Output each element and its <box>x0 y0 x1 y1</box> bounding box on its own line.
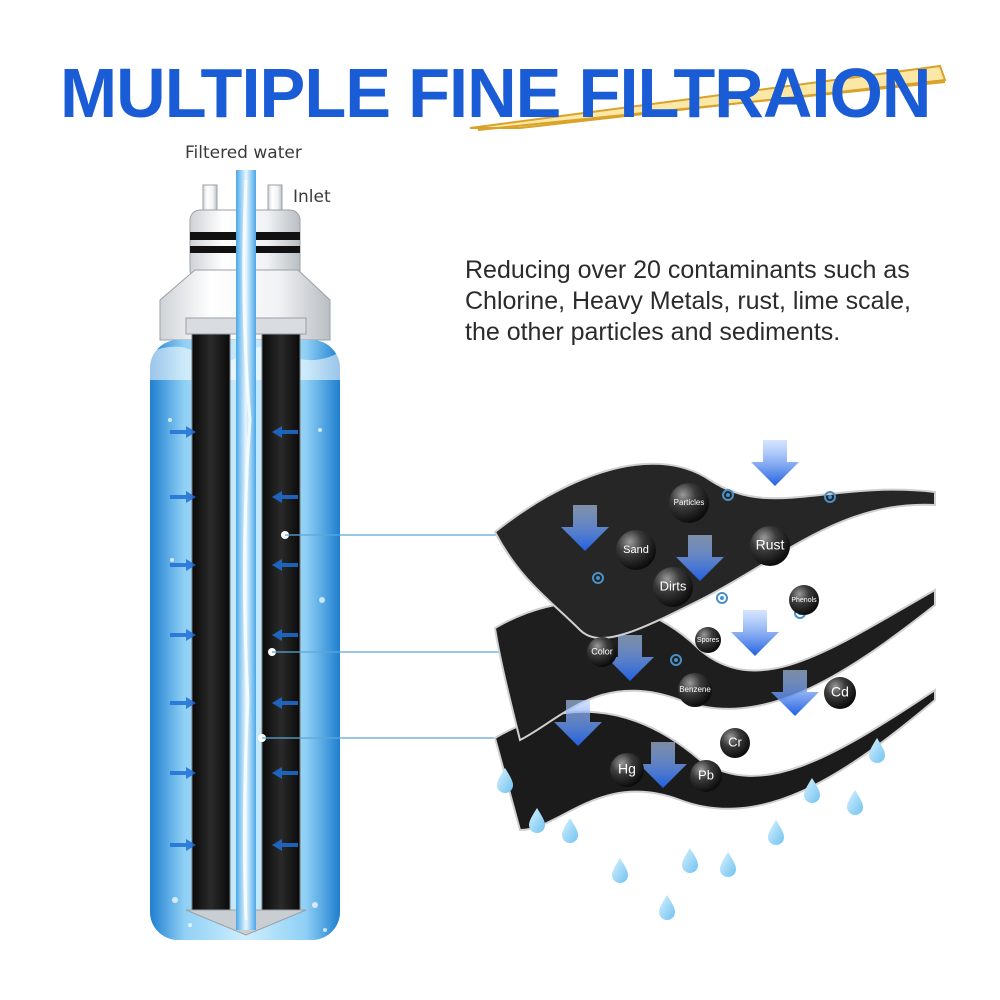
description-line: Chlorine, Heavy Metals, rust, lime scale… <box>465 287 911 315</box>
bubble-label: Particles <box>674 498 705 507</box>
bubble-label: Hg <box>618 761 636 777</box>
bubble-sand: Sand <box>616 530 656 570</box>
bubble-cd: Cd <box>824 677 856 709</box>
carbon-block-left <box>191 329 231 911</box>
page-title: MULTIPLE FINE FILTRAION <box>60 54 931 132</box>
carbon-block-right <box>261 329 301 911</box>
bubble-label: Cd <box>831 684 849 700</box>
bubble-label: Benzene <box>679 685 711 694</box>
filter-layer-bottom <box>493 688 936 832</box>
contaminant-bubbles: Particles Sand Rust Dirts Color Spores P… <box>587 483 856 792</box>
filtered-water-label: Filtered water <box>185 143 302 163</box>
bubble-label: Color <box>591 646 613 656</box>
bubble-color: Color <box>587 637 617 667</box>
bubble-pb: Pb <box>690 760 722 792</box>
bubble-label: Phenols <box>791 597 817 604</box>
bubble-benzene: Benzene <box>678 673 712 707</box>
description-line: the other particles and sediments. <box>465 318 841 346</box>
title-underline-swoosh <box>469 64 947 131</box>
bubble-particles: Particles <box>669 483 709 523</box>
filter-layer-top <box>493 462 936 639</box>
bubble-dirts: Dirts <box>653 567 693 607</box>
connector-lines <box>262 534 505 739</box>
bubble-spores: Spores <box>695 627 721 653</box>
bubble-label: Sand <box>623 544 649 556</box>
bubble-hg: Hg <box>610 753 644 787</box>
description-line: Reducing over 20 contaminants such as <box>465 256 910 284</box>
bubble-label: Rust <box>756 537 785 553</box>
bubble-label: Pb <box>698 767 714 782</box>
bubble-cr: Cr <box>720 728 750 758</box>
title-banner: MULTIPLE FINE FILTRAION <box>0 0 1000 150</box>
bubble-label: Dirts <box>660 578 687 593</box>
description-text: Reducing over 20 contaminants such as Ch… <box>465 255 985 348</box>
bubble-phenols: Phenols <box>789 585 819 615</box>
bubble-rust: Rust <box>750 526 790 566</box>
inlet-label: Inlet <box>293 187 331 207</box>
filter-cartridge <box>150 170 340 940</box>
bubble-label: Spores <box>697 637 720 644</box>
bubble-label: Cr <box>728 734 742 749</box>
